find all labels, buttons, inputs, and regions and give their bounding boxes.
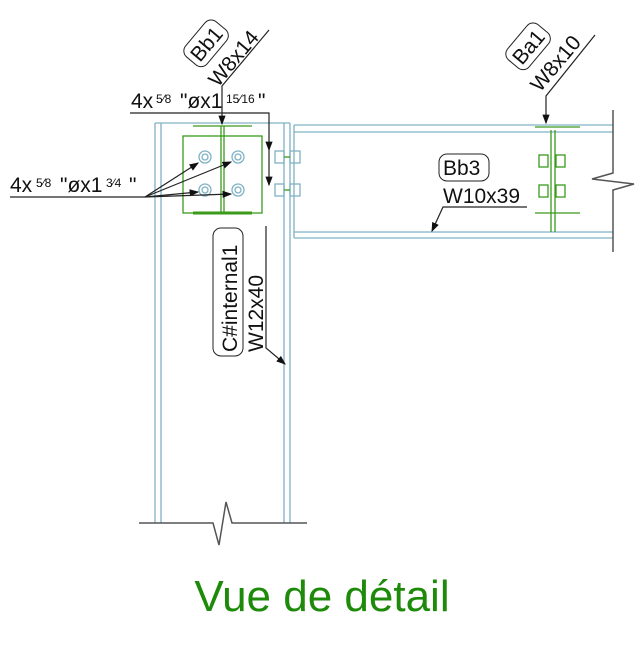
- view-title: Vue de détail: [194, 572, 450, 621]
- column-break-line: [139, 501, 307, 546]
- bb3-label: Bb3: [438, 153, 490, 182]
- svg-text:": ": [258, 90, 265, 113]
- svg-text:4x: 4x: [131, 90, 154, 113]
- bb3-section: W10x39: [443, 185, 520, 208]
- bolt-group-column: [274, 150, 301, 197]
- svg-text:Bb3: Bb3: [443, 157, 480, 180]
- top-bolt-leader: [130, 112, 273, 152]
- svg-text:"øx1: "øx1: [180, 90, 222, 113]
- beam-bb1-section: [182, 125, 263, 215]
- bolt-group-plate: [198, 150, 245, 197]
- beam-ba1-section: [535, 126, 580, 232]
- beam-break-line: [591, 110, 635, 252]
- column-label: C#internal1: [212, 227, 244, 357]
- svg-text:4x: 4x: [10, 174, 33, 197]
- column-leader: [265, 226, 286, 365]
- svg-text:3⁄4: 3⁄4: [106, 176, 122, 190]
- bb3-leader: [431, 206, 527, 233]
- beam-bb3: [293, 124, 613, 239]
- svg-text:C#internal1: C#internal1: [219, 245, 242, 352]
- left-bolt-note: 4x 5⁄8 "øx1 3⁄4 ": [10, 174, 136, 197]
- svg-text:"øx1: "øx1: [60, 174, 102, 197]
- column-section: W12x40: [245, 275, 268, 352]
- ba1-leader: [542, 34, 596, 125]
- svg-text:": ": [129, 174, 136, 197]
- top-bolt-note: 4x 5⁄8 "øx1 15⁄16 ": [131, 90, 265, 113]
- svg-text:5⁄8: 5⁄8: [36, 176, 52, 190]
- svg-text:5⁄8: 5⁄8: [156, 92, 172, 106]
- bb1-leader: [218, 29, 270, 126]
- svg-text:15⁄16: 15⁄16: [226, 92, 255, 106]
